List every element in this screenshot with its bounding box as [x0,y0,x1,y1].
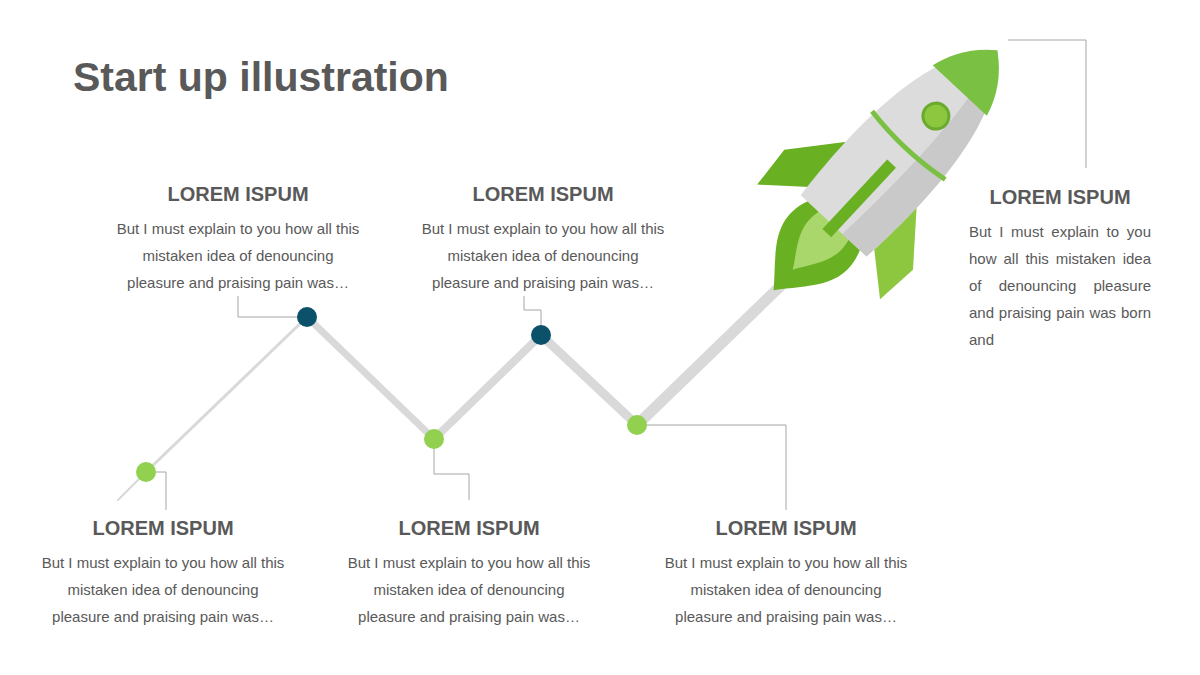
callout-block: LOREM ISPUM But I must explain to you how… [345,515,594,630]
path-dot [627,415,647,435]
callout-heading: LOREM ISPUM [969,184,1151,210]
callout-heading: LOREM ISPUM [345,515,594,541]
path-dot [424,429,444,449]
path-dots [136,307,647,482]
path-segment [541,335,637,425]
callout-heading: LOREM ISPUM [419,181,668,207]
path-segment [146,317,307,472]
path-dot [136,462,156,482]
growth-path [118,272,795,500]
path-segment [434,335,541,439]
path-dot [531,325,551,345]
callout-heading: LOREM ISPUM [114,181,363,207]
callout-heading: LOREM ISPUM [39,515,288,541]
path-segment [637,272,795,425]
callout-heading: LOREM ISPUM [662,515,911,541]
path-segment [307,317,434,439]
leader-line [434,439,469,500]
callout-block: LOREM ISPUM But I must explain to you how… [39,515,288,630]
callout-text: But I must explain to you how all this m… [969,218,1151,353]
slide-title: Start up illustration [73,52,449,102]
callout-text: But I must explain to you how all this m… [662,549,911,630]
callout-text: But I must explain to you how all this m… [114,215,363,296]
rocket [709,0,1061,350]
rocket-window [918,98,955,135]
callout-block: LOREM ISPUM But I must explain to you how… [969,184,1151,353]
leader-line [1008,40,1086,168]
leader-line [238,296,307,317]
callout-block: LOREM ISPUM But I must explain to you how… [114,181,363,296]
callout-block: LOREM ISPUM But I must explain to you how… [662,515,911,630]
callout-text: But I must explain to you how all this m… [39,549,288,630]
path-dot [297,307,317,327]
callout-text: But I must explain to you how all this m… [419,215,668,296]
leader-line [637,425,786,510]
rocket-center-fin [822,160,896,238]
callout-text: But I must explain to you how all this m… [345,549,594,630]
rocket-body [798,17,1033,259]
callout-block: LOREM ISPUM But I must explain to you how… [419,181,668,296]
rocket-nose [933,25,1025,116]
